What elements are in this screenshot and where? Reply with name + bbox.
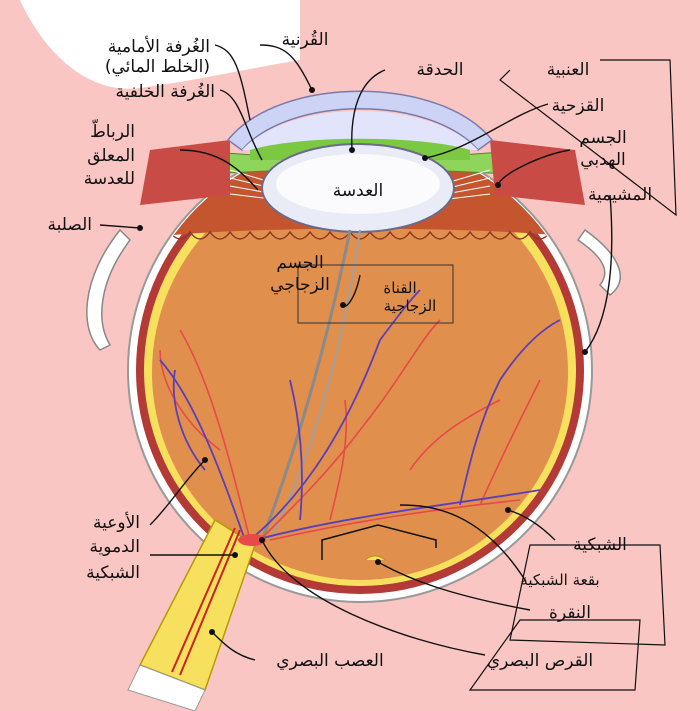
leader-dots (137, 87, 588, 635)
retinal-veins (159, 289, 561, 541)
background-white-top (300, 0, 700, 70)
hyaloid-label-box (297, 264, 454, 324)
label-optic-nerve: العصب البصري (276, 651, 383, 671)
background-white-corner (0, 0, 300, 89)
optic-nerve-sheath (127, 664, 206, 711)
retina-bracket (509, 544, 666, 646)
label-ciliary-body-1: الجسم (579, 128, 626, 148)
label-retina: الشبكية (573, 535, 627, 555)
label-uvea: العنبية (547, 60, 590, 80)
hyaloid-canal (260, 229, 352, 541)
label-retinal-vessels-2: الدموية (89, 537, 140, 557)
label-retinal-vessels-1: الأوعية (93, 512, 140, 533)
label-vitreous-body-1: الجسم (276, 253, 323, 273)
cornea (226, 90, 494, 152)
label-zonule-1: الرباطّ (90, 118, 135, 142)
label-aqueous-humour: (الخلط المائي) (105, 57, 210, 77)
ciliary-body-right (490, 140, 585, 205)
vitreous-body (152, 164, 568, 580)
optic-disc-bracket (468, 619, 641, 691)
lens-nucleus (276, 154, 440, 214)
label-zonule-2: المعلق (87, 146, 135, 166)
label-posterior-chamber: الغُرفة الخلفية (116, 82, 215, 102)
label-sclera: الصلبة (47, 215, 92, 235)
label-retinal-vessels-3: الشبكية (86, 563, 140, 583)
label-pupil: الحدقة (416, 60, 463, 80)
label-choroid: المشيمية (588, 185, 652, 205)
anterior-chamber (242, 111, 478, 150)
label-vitreous-body-2: الزجاجي (270, 275, 330, 295)
optic-disc (238, 534, 266, 546)
label-zonule-3: للعدسة (84, 169, 135, 189)
ciliary-body-left (140, 140, 230, 205)
label-lens: العدسة (333, 181, 383, 201)
upper-eyelid-fold (86, 228, 131, 351)
label-hyaloid-canal-1: القناة (383, 279, 416, 297)
label-anterior-chamber: الغُرفة الأمامية (108, 36, 210, 57)
fovea-pit (364, 555, 386, 561)
label-cornea: القُرنية (282, 30, 329, 50)
label-hyaloid-canal-2: الزجاجية (384, 297, 437, 315)
leader-lines (99, 44, 613, 661)
label-fovea: النقرة (549, 603, 591, 623)
optic-nerve-vessels (171, 527, 241, 676)
label-iris: القزحية (552, 96, 605, 116)
hyaloid-canal-inner (269, 229, 361, 541)
label-macula: بقعة الشبكية (520, 571, 599, 589)
label-optic-disc: القرص البصري (487, 651, 593, 671)
label-ciliary-body-2: الهدبي (580, 150, 626, 170)
uvea-bracket (499, 59, 677, 217)
macula-bracket (321, 524, 437, 560)
